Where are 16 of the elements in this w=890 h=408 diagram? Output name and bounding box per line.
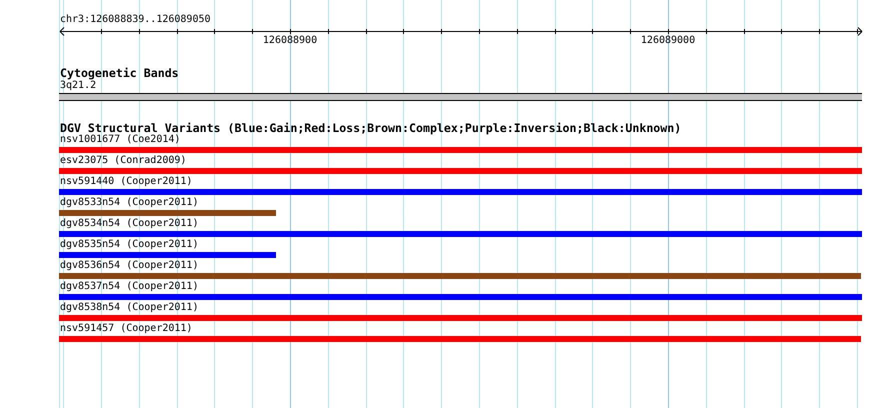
variant-label: dgv8538n54 (Cooper2011) [60,302,198,314]
variant-label: esv23075 (Conrad2009) [60,155,186,167]
variant-label: dgv8537n54 (Cooper2011) [60,281,198,293]
variant-label: nsv1001677 (Coe2014) [60,134,180,146]
variant-label: nsv591440 (Cooper2011) [60,176,192,188]
track-title: Cytogenetic Bands [60,66,179,80]
region-label: chr3:126088839..126089050 [60,14,211,26]
track-title: DGV Structural Variants (Blue:Gain;Red:Loss;Brown:Complex;Purple:Inversion;Black:Unknown) [60,121,682,135]
variant-label: dgv8535n54 (Cooper2011) [60,239,198,251]
tick-label: 126089000 [640,35,696,47]
variant-label: dgv8536n54 (Cooper2011) [60,260,198,272]
tick-label: 126088900 [262,35,318,47]
variant-label: dgv8534n54 (Cooper2011) [60,218,198,230]
variant-label: nsv591457 (Cooper2011) [60,323,192,335]
band-label: 3q21.2 [60,80,96,92]
variant-label: dgv8533n54 (Cooper2011) [60,197,198,209]
